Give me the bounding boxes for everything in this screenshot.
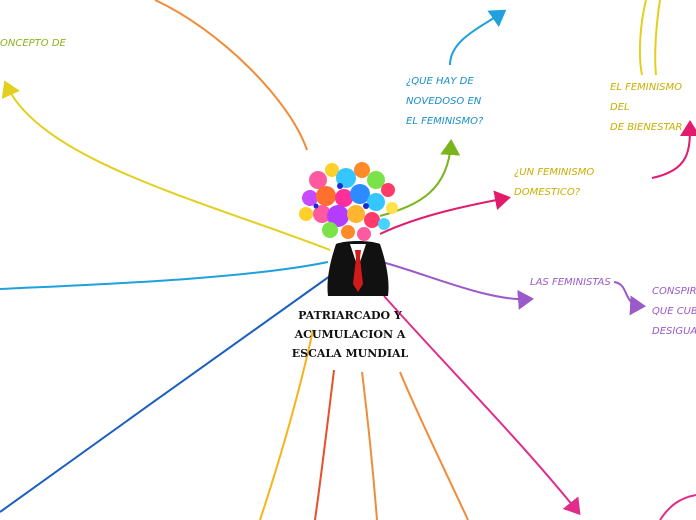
connector-bienestar-yellow-2 xyxy=(655,0,660,75)
connector-feministas xyxy=(382,262,530,299)
connector-orange-down-2 xyxy=(400,372,468,520)
central-topic[interactable]: PATRIARCADO Y ACUMULACION A ESCALA MUNDI… xyxy=(290,306,410,363)
connector-domestico xyxy=(380,198,507,234)
topic-domestico[interactable]: ¿UN FEMINISMO DOMESTICO? xyxy=(514,163,594,203)
topic-novedoso[interactable]: ¿QUE HAY DE NOVEDOSO EN EL FEMINISMO? xyxy=(406,72,483,132)
connector-orange-top xyxy=(155,0,307,150)
connector-concepto xyxy=(6,84,330,250)
topic-conspira[interactable]: CONSPIRA QUE CUBR DESIGUALD xyxy=(652,282,696,342)
topic-feministas[interactable]: LAS FEMINISTAS xyxy=(530,273,611,293)
topic-concepto[interactable]: ONCEPTO DE xyxy=(0,34,66,54)
connector-orange-down-1 xyxy=(362,372,377,520)
connector-conspira xyxy=(614,282,642,306)
connector-novedoso-top xyxy=(450,12,503,65)
suit-body-icon xyxy=(327,241,388,296)
paint-splash-head-icon xyxy=(299,162,398,241)
connector-magenta-bottom-right xyxy=(660,495,696,520)
connector-bienestar-yellow-1 xyxy=(640,0,646,75)
topic-bienestar[interactable]: EL FEMINISMO DEL DE BIENESTAR xyxy=(610,78,696,138)
connector-blue-left xyxy=(0,276,330,512)
connector-red-down xyxy=(315,370,334,520)
connector-cyan-left xyxy=(0,262,328,289)
